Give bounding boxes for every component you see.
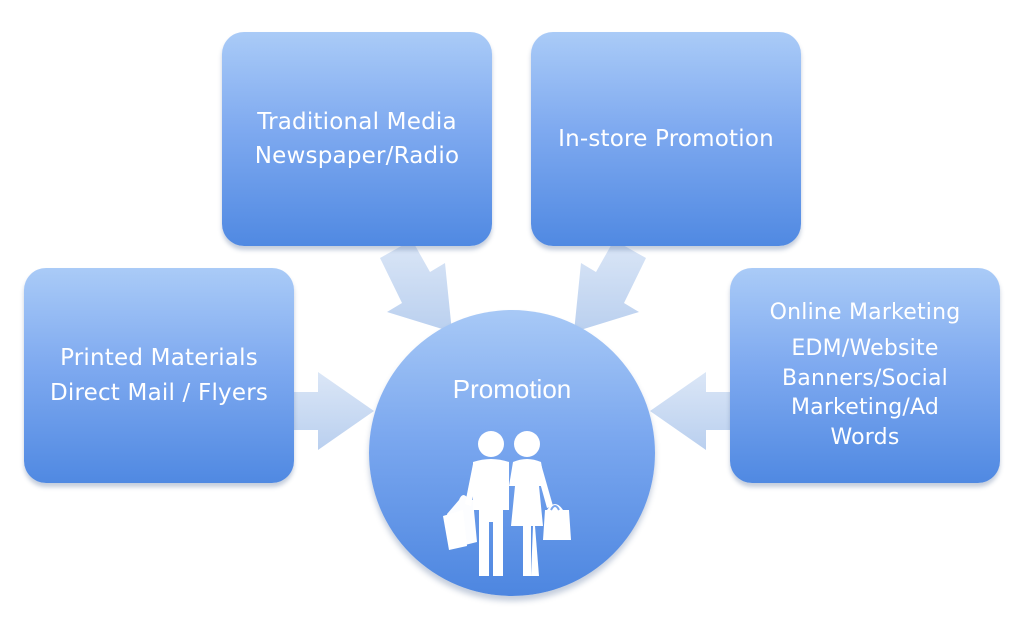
arrow-instore-to-hub (574, 240, 646, 332)
traditional-media-box: Traditional Media Newspaper/Radio (222, 32, 492, 246)
arrow-online-to-hub (650, 372, 730, 450)
traditional-media-title: Traditional Media (257, 108, 457, 135)
printed-materials-box: Printed Materials Direct Mail / Flyers (24, 268, 294, 483)
promotion-hub-title: Promotion (452, 374, 572, 404)
online-marketing-detail-4: Words (830, 425, 900, 451)
traditional-media-detail: Newspaper/Radio (254, 143, 460, 169)
online-marketing-title: Online Marketing (769, 300, 961, 326)
in-store-promotion-title: In-store Promotion (558, 125, 774, 152)
arrow-printed-to-hub (294, 372, 374, 450)
shoppers-icon (443, 431, 571, 576)
online-marketing-box: Online Marketing EDM/Website Banners/Soc… (730, 268, 1000, 483)
online-marketing-detail-2: Banners/Social (782, 365, 948, 391)
arrow-traditional-to-hub (380, 240, 452, 332)
online-marketing-detail-3: Marketing/Ad (790, 395, 940, 421)
printed-materials-detail: Direct Mail / Flyers (49, 379, 269, 406)
online-marketing-detail-1: EDM/Website (791, 335, 939, 361)
promotion-hub: Promotion (369, 310, 655, 596)
printed-materials-title: Printed Materials (60, 345, 258, 371)
in-store-promotion-box: In-store Promotion (531, 32, 801, 246)
